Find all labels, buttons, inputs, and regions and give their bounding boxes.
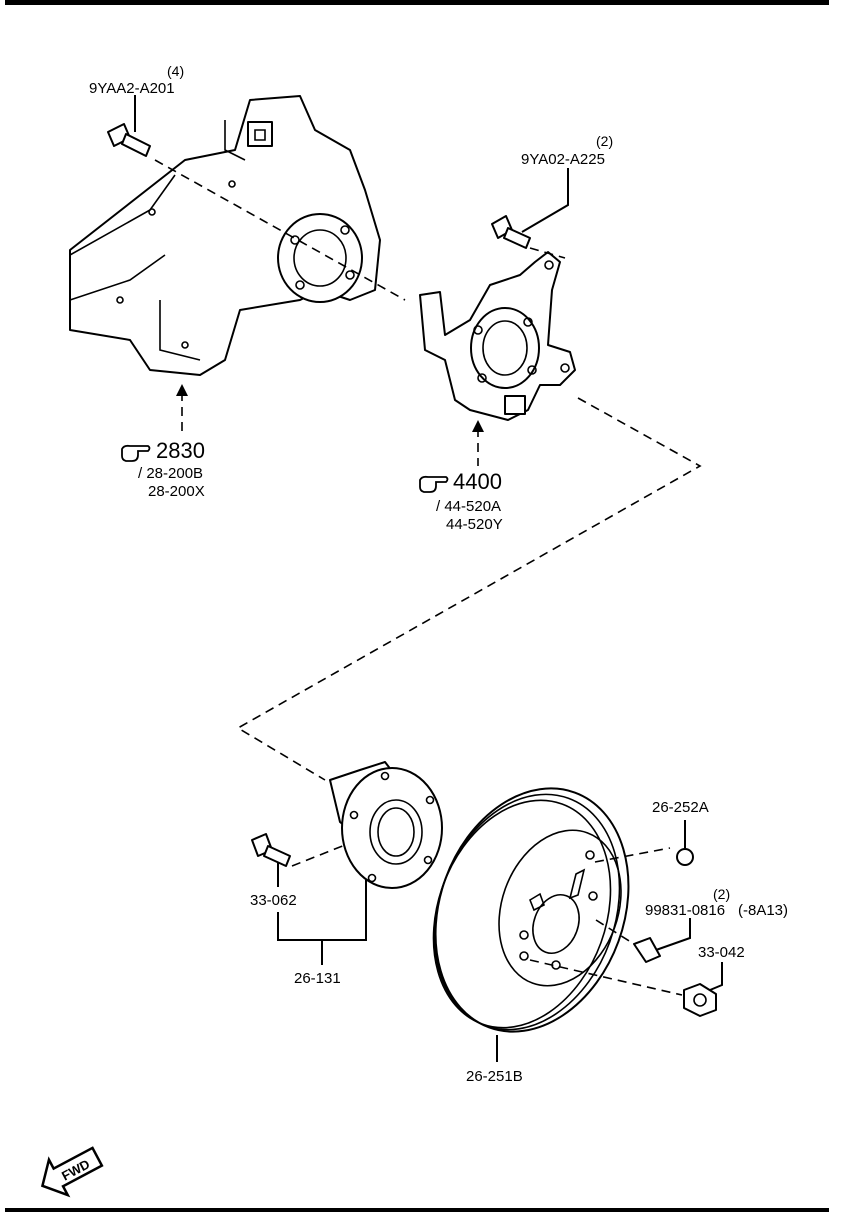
- knuckle-part[interactable]: [69, 95, 381, 376]
- knuckle-bolt[interactable]: [107, 123, 151, 157]
- hub-assembly-label[interactable]: 26-131: [294, 970, 341, 987]
- dashed-guides: [154, 159, 702, 996]
- knuckle-bolt-code[interactable]: 9YAA2-A201: [89, 80, 175, 97]
- ref-knuckle-sub1[interactable]: / 28-200B: [138, 465, 203, 482]
- bottom-border: [5, 1208, 829, 1212]
- plate-bolt[interactable]: [491, 215, 531, 249]
- ref-arrow-plate: [472, 420, 484, 466]
- hub-nut[interactable]: [683, 983, 717, 1017]
- disc-part[interactable]: [403, 761, 661, 1059]
- cap-part[interactable]: [676, 848, 694, 866]
- ref-knuckle-number[interactable]: 2830: [156, 438, 205, 463]
- plate-bolt-qty: (2): [596, 133, 613, 149]
- hub-bolt[interactable]: [251, 833, 291, 867]
- hub-bolt-label[interactable]: 33-062: [250, 892, 297, 909]
- screw-note: (-8A13): [738, 902, 788, 919]
- hub-assembly-part[interactable]: [329, 761, 443, 889]
- screw-code[interactable]: 99831-0816: [645, 902, 725, 919]
- pointing-hand-icon: [121, 444, 151, 462]
- nut-label[interactable]: 33-042: [698, 944, 745, 961]
- disc-label[interactable]: 26-251B: [466, 1068, 523, 1085]
- screw-qty: (2): [713, 886, 730, 902]
- cap-label[interactable]: 26-252A: [652, 799, 709, 816]
- top-border: [5, 0, 829, 5]
- disc-screw[interactable]: [633, 937, 661, 963]
- knuckle-bolt-qty: (4): [167, 63, 184, 79]
- leader-lines: [134, 95, 723, 1062]
- ref-arrow-knuckle: [176, 384, 188, 432]
- ref-plate-sub1[interactable]: / 44-520A: [436, 498, 501, 515]
- plate-bolt-code[interactable]: 9YA02-A225: [521, 151, 605, 168]
- pointing-hand-icon: [419, 475, 449, 493]
- ref-plate-number[interactable]: 4400: [453, 469, 502, 494]
- backing-plate-part[interactable]: [419, 251, 576, 421]
- ref-plate-sub2[interactable]: 44-520Y: [446, 516, 503, 533]
- forward-arrow-icon: FWD: [40, 1146, 104, 1198]
- ref-knuckle-sub2[interactable]: 28-200X: [148, 483, 205, 500]
